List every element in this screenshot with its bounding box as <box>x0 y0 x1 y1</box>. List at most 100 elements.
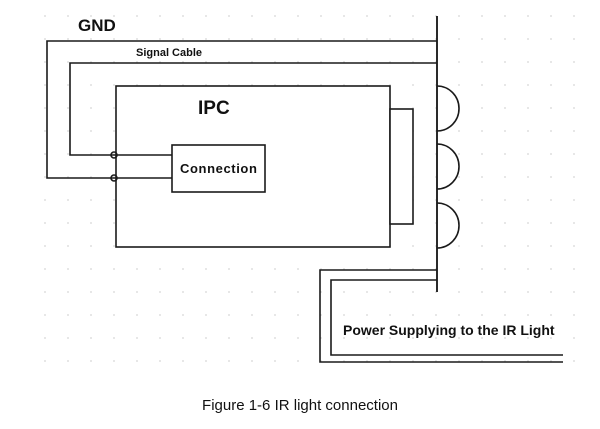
grid-dot <box>44 268 46 270</box>
grid-dot <box>481 15 483 17</box>
grid-dot <box>113 130 115 132</box>
grid-dot <box>504 107 506 109</box>
grid-dot <box>182 314 184 316</box>
grid-dot <box>182 291 184 293</box>
grid-dot <box>573 61 575 63</box>
signal-cable-wire <box>69 62 437 156</box>
grid-dot <box>389 291 391 293</box>
grid-dot <box>67 268 69 270</box>
grid-dot <box>458 61 460 63</box>
grid-dot <box>573 337 575 339</box>
grid-dot <box>527 84 529 86</box>
grid-dot <box>389 15 391 17</box>
grid-dot <box>251 360 253 362</box>
grid-dot <box>44 84 46 86</box>
grid-dot <box>458 15 460 17</box>
grid-dot <box>527 15 529 17</box>
grid-dot <box>550 199 552 201</box>
grid-dot <box>136 268 138 270</box>
figure-caption: Figure 1-6 IR light connection <box>202 397 398 414</box>
grid-dot <box>297 15 299 17</box>
grid-dot <box>504 84 506 86</box>
grid-dot <box>67 245 69 247</box>
grid-dot <box>136 38 138 40</box>
grid-dot <box>182 15 184 17</box>
grid-dot <box>136 360 138 362</box>
grid-dot <box>389 314 391 316</box>
ipc-label: IPC <box>198 98 230 119</box>
grid-dot <box>458 268 460 270</box>
grid-dot <box>504 61 506 63</box>
grid-dot <box>228 360 230 362</box>
ir-led-array <box>436 85 460 249</box>
grid-dot <box>573 84 575 86</box>
grid-dot <box>504 337 506 339</box>
grid-dot <box>159 337 161 339</box>
grid-dot <box>458 314 460 316</box>
grid-dot <box>67 84 69 86</box>
grid-dot <box>550 61 552 63</box>
grid-dot <box>550 107 552 109</box>
grid-dot <box>550 130 552 132</box>
gnd-wire <box>46 40 437 179</box>
grid-dot <box>458 84 460 86</box>
signal-junction-icon <box>110 151 118 159</box>
grid-dot <box>435 314 437 316</box>
grid-dot <box>90 84 92 86</box>
grid-dot <box>481 314 483 316</box>
grid-dot <box>412 15 414 17</box>
grid-dot <box>44 38 46 40</box>
grid-dot <box>113 84 115 86</box>
grid-dot <box>481 337 483 339</box>
signal-cable-label: Signal Cable <box>136 47 202 59</box>
grid-dot <box>481 153 483 155</box>
grid-dot <box>550 176 552 178</box>
grid-dot <box>527 268 529 270</box>
gnd-label: GND <box>78 16 116 35</box>
grid-dot <box>274 15 276 17</box>
grid-dot <box>205 38 207 40</box>
grid-dot <box>67 314 69 316</box>
grid-dot <box>159 360 161 362</box>
grid-dot <box>458 199 460 201</box>
grid-dot <box>90 38 92 40</box>
ir-led-icon <box>436 85 460 132</box>
grid-dot <box>44 222 46 224</box>
grid-dot <box>504 199 506 201</box>
grid-dot <box>550 245 552 247</box>
grid-dot <box>67 107 69 109</box>
grid-dot <box>481 222 483 224</box>
grid-dot <box>113 107 115 109</box>
grid-dot <box>228 268 230 270</box>
grid-dot <box>481 176 483 178</box>
grid-dot <box>481 38 483 40</box>
grid-dot <box>527 38 529 40</box>
grid-dot <box>458 153 460 155</box>
grid-dot <box>573 153 575 155</box>
grid-dot <box>251 38 253 40</box>
grid-dot <box>44 15 46 17</box>
grid-dot <box>67 130 69 132</box>
grid-dot <box>389 38 391 40</box>
grid-dot <box>90 15 92 17</box>
grid-dot <box>504 291 506 293</box>
grid-dot <box>297 314 299 316</box>
grid-dot <box>44 314 46 316</box>
grid-dot <box>550 337 552 339</box>
grid-dot <box>412 38 414 40</box>
grid-dot <box>228 291 230 293</box>
grid-dot <box>90 245 92 247</box>
grid-dot <box>412 291 414 293</box>
grid-dot <box>90 107 92 109</box>
grid-dot <box>481 84 483 86</box>
grid-dot <box>343 15 345 17</box>
grid-dot <box>113 314 115 316</box>
grid-dot <box>343 38 345 40</box>
grid-dot <box>67 153 69 155</box>
grid-dot <box>44 245 46 247</box>
grid-dot <box>527 199 529 201</box>
power-wire-outer <box>319 269 563 363</box>
grid-dot <box>136 15 138 17</box>
grid-dot <box>44 360 46 362</box>
grid-dot <box>527 337 529 339</box>
